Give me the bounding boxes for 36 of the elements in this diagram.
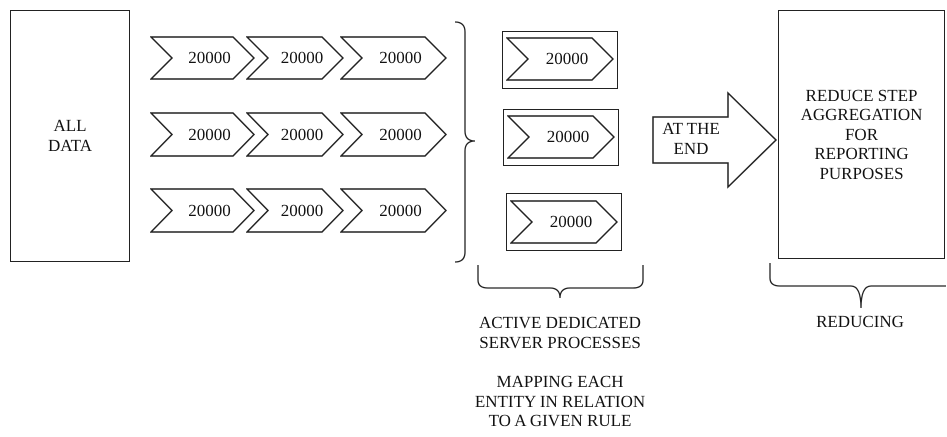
- chevron-shape: [150, 188, 255, 233]
- chevron-shape: [246, 188, 344, 233]
- edge-label: AT THE END: [661, 119, 721, 158]
- node-text: 20000: [378, 124, 422, 144]
- node-text: 20000: [546, 127, 590, 147]
- node-text: 20000: [187, 200, 231, 220]
- process-box: [10, 10, 130, 262]
- chevron-shape: [150, 36, 255, 80]
- node-text: 20000: [280, 200, 324, 220]
- chevron-shape: [246, 36, 344, 80]
- chevron-shape: [507, 115, 615, 159]
- block-arrow: [652, 91, 778, 189]
- caption-text: REDUCING: [815, 312, 905, 332]
- node-text: 20000: [378, 48, 422, 68]
- node-text: ALL DATA: [47, 116, 93, 156]
- node-text: 20000: [544, 49, 588, 69]
- chevron-shape: [150, 112, 255, 157]
- node-text: 20000: [548, 212, 592, 232]
- chevron-shape: [510, 200, 618, 244]
- frame-box: [506, 193, 622, 251]
- node-text: 20000: [187, 124, 231, 144]
- chevron-shape: [246, 112, 344, 157]
- node-text: 20000: [378, 200, 422, 220]
- node-text: 20000: [280, 48, 324, 68]
- frame-box: [503, 109, 619, 166]
- caption-text: MAPPING EACH ENTITY IN RELATION TO A GIVEN RULE: [474, 372, 646, 431]
- process-box: [778, 10, 945, 259]
- caption-text: ACTIVE DEDICATED SERVER PROCESSES: [478, 313, 642, 352]
- chevron-shape: [340, 36, 447, 80]
- node-text: REDUCE STEP AGGREGATION FOR REPORTING PURPOSES: [800, 86, 924, 184]
- node-text: 20000: [280, 124, 324, 144]
- chevron-shape: [340, 188, 447, 233]
- frame-box: [502, 31, 618, 89]
- chevron-shape: [506, 37, 614, 81]
- chevron-shape: [340, 112, 447, 157]
- node-text: 20000: [187, 48, 231, 68]
